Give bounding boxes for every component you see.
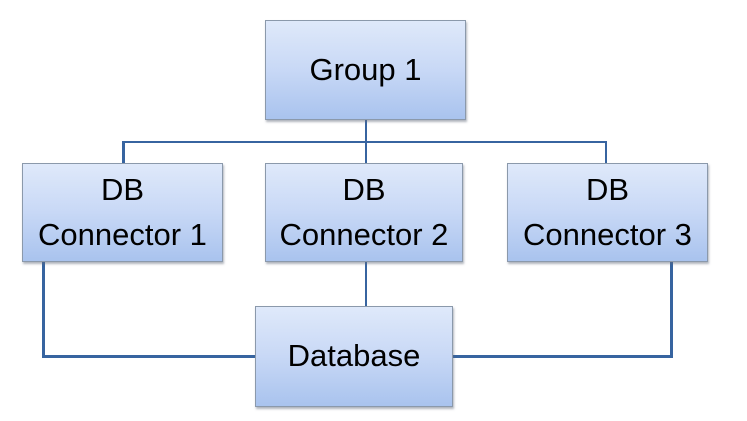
node-group1: Group 1 bbox=[265, 20, 466, 120]
node-db-connector-1-label: DB Connector 1 bbox=[38, 172, 207, 252]
edge-bus-to-connector3 bbox=[604, 140, 607, 163]
node-db-connector-2-label: DB Connector 2 bbox=[279, 172, 449, 252]
node-db-connector-3-label: DB Connector 3 bbox=[523, 172, 692, 252]
edge-connector1-to-database-horizontal bbox=[42, 355, 255, 358]
node-db-connector-1: DB Connector 1 bbox=[22, 163, 223, 262]
edge-bus-to-connector1 bbox=[122, 140, 125, 163]
node-db-connector-2: DB Connector 2 bbox=[265, 163, 463, 262]
node-db-connector-3: DB Connector 3 bbox=[507, 163, 708, 262]
edge-connector1-to-database-vertical bbox=[42, 262, 45, 358]
edge-bus-horizontal bbox=[122, 140, 607, 143]
node-group1-label: Group 1 bbox=[309, 51, 422, 87]
edge-connector3-to-database-vertical bbox=[670, 262, 673, 358]
edge-connector3-to-database-horizontal bbox=[453, 355, 673, 358]
node-database: Database bbox=[255, 306, 453, 407]
edge-connector2-to-database-vertical bbox=[364, 262, 367, 306]
node-database-label: Database bbox=[287, 338, 421, 374]
